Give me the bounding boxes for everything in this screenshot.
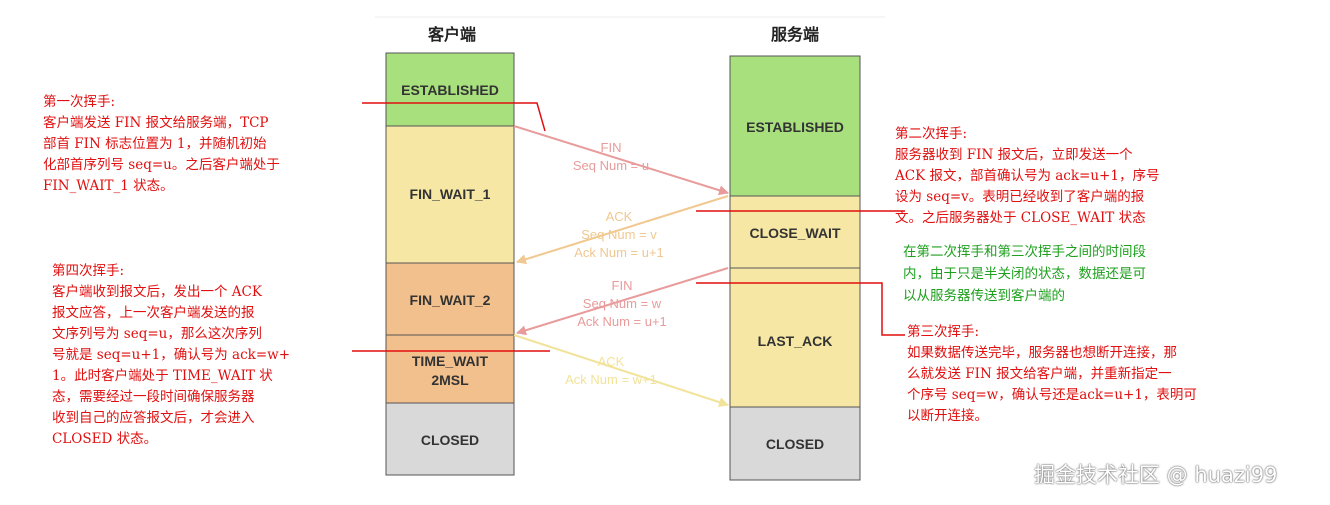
server-state-column: ESTABLISHED CLOSE_WAIT LAST_ACK CLOSED — [729, 55, 861, 481]
note-fourth-wave: 第四次挥手: 客户端收到报文后，发出一个 ACK 报文应答，上一次客户端发送的报… — [52, 261, 290, 450]
arrow-fin-seq-u — [513, 125, 729, 196]
msg-fin-seq-u-line1: FIN — [601, 140, 622, 155]
client-state-fin-wait-2 — [385, 262, 515, 336]
msg-fin-seq-w-line1: FIN — [612, 278, 633, 293]
note-fourth-wave-line: 收到自己的应答报文后，才会进入 — [52, 410, 255, 426]
server-state-established — [729, 55, 861, 197]
note-third-wave-title: 第三次挥手: — [907, 324, 980, 340]
note-first-wave-line: FIN_WAIT_1 状态。 — [43, 178, 174, 194]
msg-ack-w1-line2: Ack Num = w+1 — [565, 372, 657, 387]
client-state-column: ESTABLISHED FIN_WAIT_1 FIN_WAIT_2 TIME_W… — [385, 52, 515, 476]
client-state-fin-wait-2-label: FIN_WAIT_2 — [410, 292, 491, 308]
client-state-time-wait — [385, 334, 515, 404]
note-third-wave-line: 么就发送 FIN 报文给客户端，并重新指定一 — [907, 366, 1172, 382]
server-state-last-ack-label: LAST_ACK — [758, 333, 833, 349]
note-fourth-wave-line: 文序列号为 seq=u，那么这次序列 — [52, 326, 262, 342]
client-column-header: 客户端 — [428, 25, 476, 44]
note-second-wave-title: 第二次挥手: — [895, 126, 968, 142]
note-second-wave-line: 设为 seq=v。表明已经收到了客户端的报 — [895, 189, 1145, 205]
note-third-wave-line: 以断开连接。 — [907, 408, 988, 424]
arrow-ack-w-plus-1 — [513, 334, 729, 407]
client-state-fin-wait-1-label: FIN_WAIT_1 — [410, 186, 491, 202]
server-state-last-ack — [729, 267, 861, 408]
note-first-wave: 第一次挥手: 客户端发送 FIN 报文给服务端，TCP 部首 FIN 标志位置为… — [43, 92, 280, 197]
note-half-close-line: 内，由于只是半关闭的状态，数据还是可 — [903, 266, 1146, 282]
msg-ack-seq-v-line1: ACK — [606, 209, 633, 224]
message-ack-server: ACK Seq Num = v Ack Num = u+1 — [516, 195, 729, 265]
note-second-wave-line: 服务器收到 FIN 报文后，立即发送一个 — [895, 147, 1133, 163]
message-ack-client: ACK Ack Num = w+1 — [513, 334, 729, 407]
annotation-leaders — [352, 102, 905, 352]
note-fourth-wave-line: 态，需要经过一段时间确保服务器 — [52, 389, 255, 405]
client-state-closed-label: CLOSED — [421, 432, 479, 448]
leader-first-wave — [362, 102, 546, 132]
note-half-close-line: 以从服务器传送到客户端的 — [903, 288, 1065, 304]
server-state-established-label: ESTABLISHED — [746, 119, 844, 135]
note-first-wave-line: 客户端发送 FIN 报文给服务端，TCP — [43, 115, 269, 131]
note-fourth-wave-line: 1。此时客户端处于 TIME_WAIT 状 — [52, 368, 273, 384]
note-second-wave: 第二次挥手: 服务器收到 FIN 报文后，立即发送一个 ACK 报文，部首确认号… — [895, 124, 1159, 229]
server-state-close-wait-label: CLOSE_WAIT — [749, 225, 840, 241]
note-fourth-wave-title: 第四次挥手: — [52, 263, 125, 279]
msg-ack-w1-line1: ACK — [598, 354, 625, 369]
note-half-close: 在第二次挥手和第三次挥手之间的时间段 内，由于只是半关闭的状态，数据还是可 以从… — [903, 241, 1146, 307]
client-state-fin-wait-1 — [385, 125, 515, 264]
note-first-wave-title: 第一次挥手: — [43, 94, 116, 110]
note-first-wave-line: 化部首序列号 seq=u。之后客户端处于 — [43, 157, 280, 173]
message-fin-client: FIN Seq Num = u — [513, 125, 729, 196]
client-state-closed — [385, 402, 515, 476]
note-third-wave: 第三次挥手: 如果数据传送完毕，服务器也想断开连接，那 么就发送 FIN 报文给… — [907, 322, 1197, 427]
client-state-time-wait-sublabel: 2MSL — [431, 372, 469, 388]
msg-ack-seq-v-line2: Seq Num = v — [581, 227, 657, 242]
note-fourth-wave-line: 号就是 seq=u+1，确认号为 ack=w+ — [52, 347, 291, 363]
msg-fin-seq-w-line2: Seq Num = w — [583, 296, 662, 311]
arrow-fin-seq-w — [516, 267, 729, 336]
server-state-closed — [729, 406, 861, 481]
server-column-header: 服务端 — [771, 25, 819, 44]
message-fin-server: FIN Seq Num = w Ack Num = u+1 — [516, 267, 729, 336]
client-state-established-label: ESTABLISHED — [401, 82, 499, 98]
msg-fin-seq-u-line2: Seq Num = u — [573, 158, 649, 173]
server-state-closed-label: CLOSED — [766, 436, 824, 452]
note-half-close-line: 在第二次挥手和第三次挥手之间的时间段 — [903, 244, 1146, 260]
note-fourth-wave-line: CLOSED 状态。 — [52, 431, 158, 447]
server-state-close-wait — [729, 195, 861, 269]
msg-fin-seq-w-line3: Ack Num = u+1 — [577, 314, 667, 329]
note-third-wave-line: 如果数据传送完毕，服务器也想断开连接，那 — [907, 345, 1177, 361]
watermark: 掘金技术社区 @ huazi99 — [1034, 463, 1278, 487]
note-fourth-wave-line: 客户端收到报文后，发出一个 ACK — [52, 284, 262, 300]
note-second-wave-line: 文。之后服务器处于 CLOSE_WAIT 状态 — [895, 210, 1146, 226]
note-third-wave-line: 个序号 seq=w，确认号还是ack=u+1，表明可 — [907, 387, 1197, 403]
note-fourth-wave-line: 报文应答，上一次客户端发送的报 — [52, 305, 255, 321]
note-first-wave-line: 部首 FIN 标志位置为 1，并随机初始 — [43, 136, 267, 152]
msg-ack-seq-v-line3: Ack Num = u+1 — [574, 245, 664, 260]
leader-third-wave — [696, 282, 905, 336]
arrow-ack-seq-v — [516, 195, 729, 265]
client-state-established — [385, 52, 515, 127]
note-second-wave-line: ACK 报文，部首确认号为 ack=u+1，序号 — [895, 168, 1160, 184]
client-state-time-wait-label: TIME_WAIT — [412, 353, 489, 369]
